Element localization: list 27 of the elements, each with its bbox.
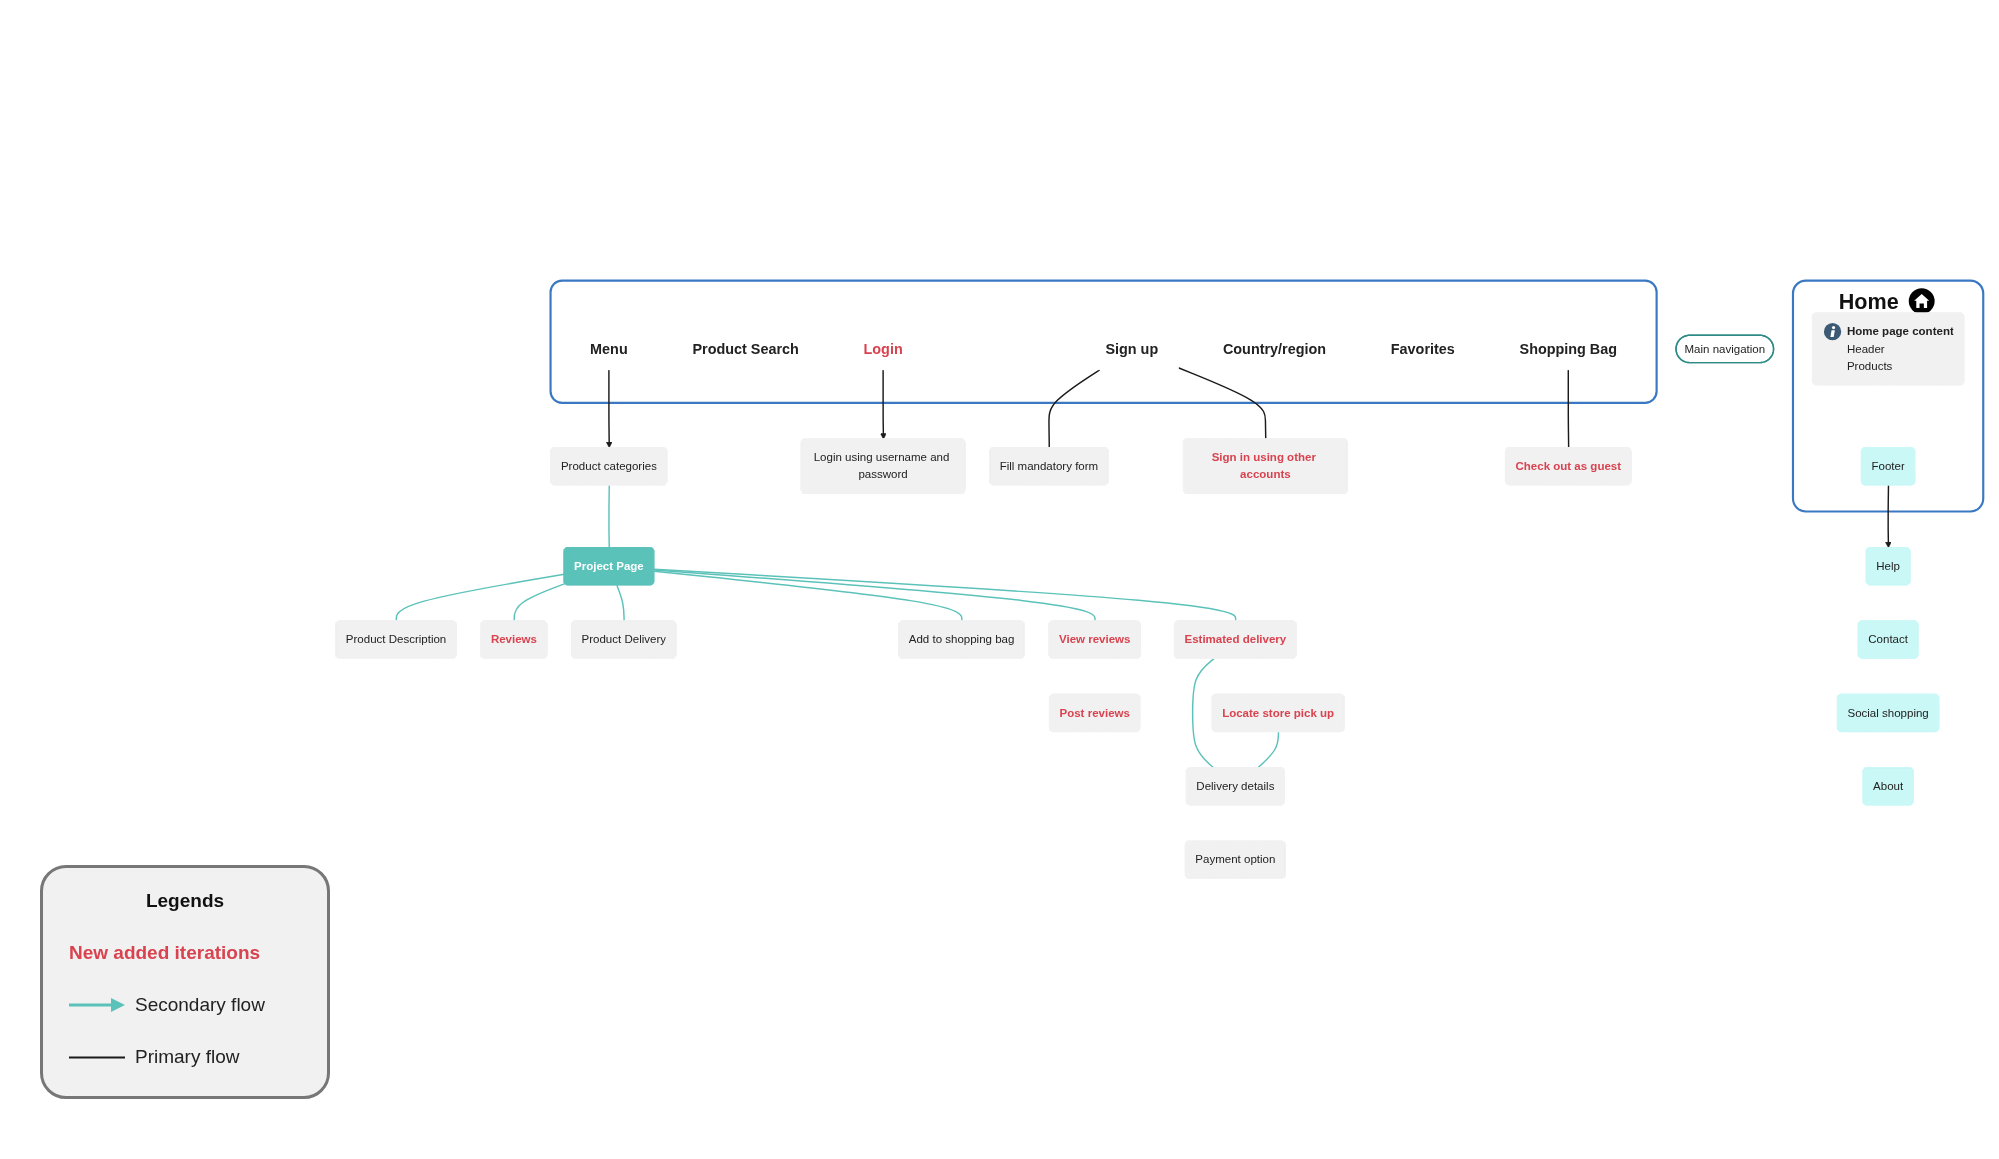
- node-text: Menu: [590, 341, 628, 357]
- arrow: [1885, 484, 1892, 549]
- node-text: Favorites: [1390, 341, 1455, 357]
- node-text: Country/region: [1222, 341, 1327, 357]
- cluster: [549, 279, 1658, 404]
- connector: [1567, 369, 1570, 449]
- connector: [1191, 657, 1215, 769]
- connector: [608, 484, 610, 549]
- connector: [395, 573, 566, 622]
- connector: [1256, 731, 1280, 769]
- connector: [653, 568, 1237, 622]
- legend-title: Legends: [145, 890, 225, 912]
- node-text: Login: [863, 341, 903, 357]
- connector: [653, 570, 963, 622]
- arrow: [606, 369, 613, 449]
- connector: [653, 569, 1096, 622]
- legend-label: Secondary flow: [135, 994, 265, 1016]
- node-text: Shopping Bag: [1519, 341, 1618, 357]
- arrow: [880, 369, 887, 440]
- legend-label: New added iterations: [69, 942, 261, 964]
- node-text: Sign up: [1105, 341, 1159, 357]
- connector: [1177, 367, 1267, 440]
- connector: [616, 584, 625, 622]
- connector: [1048, 369, 1101, 449]
- connector: [513, 582, 566, 622]
- legend-label: Primary flow: [135, 1046, 240, 1068]
- node-text: Product Search: [692, 341, 799, 357]
